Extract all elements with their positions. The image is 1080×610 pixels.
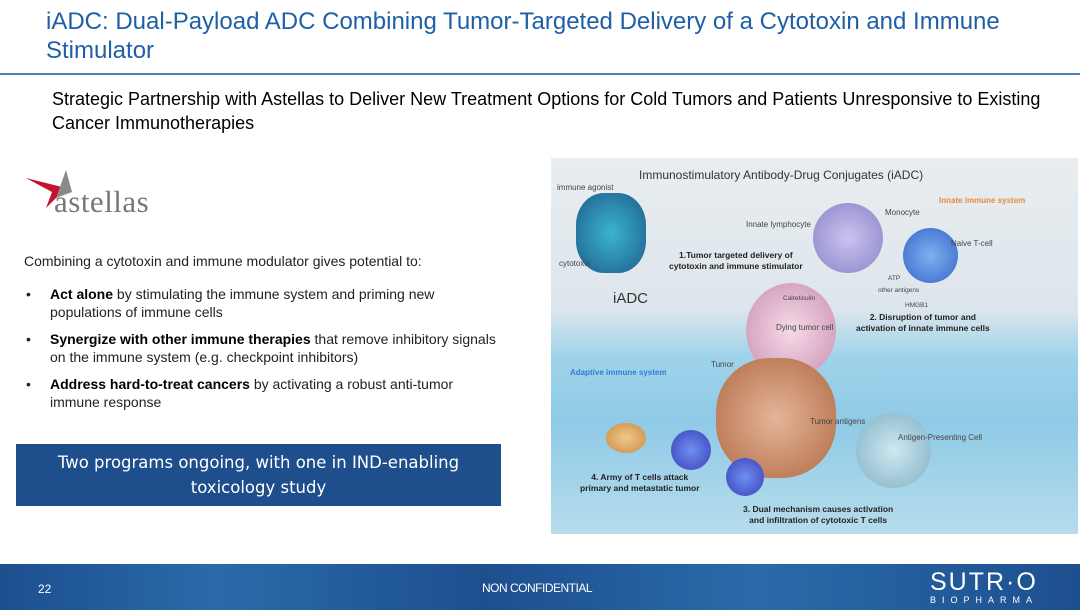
naive-tcell-icon	[903, 228, 958, 283]
step2-line1: 2. Disruption of tumor and	[869, 312, 976, 322]
tcell-icon	[671, 430, 711, 470]
figure-title: Immunostimulatory Antibody-Drug Conjugat…	[639, 168, 924, 182]
label-tumor-antigens: Tumor antigens	[810, 417, 866, 426]
benefit-list: •Act alone by stimulating the immune sys…	[24, 285, 504, 420]
classification-label: NON CONFIDENTIAL	[482, 581, 593, 595]
iadc-mechanism-figure: Immunostimulatory Antibody-Drug Conjugat…	[551, 158, 1078, 534]
sutro-logo: SUTR·O	[930, 568, 1038, 596]
step4-line2: primary and metastatic tumor	[580, 483, 700, 493]
footer-bar: 22 NON CONFIDENTIAL SUTR·O BIOPHARMA	[0, 564, 1080, 610]
step2-line2: activation of innate immune cells	[856, 323, 990, 333]
label-adaptive-system: Adaptive immune system	[570, 368, 667, 377]
step4-line1: 4. Army of T cells attack	[591, 472, 689, 482]
tumor-cell-icon	[606, 423, 646, 453]
bullet-text: by activating a robust anti-tumor immune…	[50, 376, 454, 410]
label-innate-system: Innate immune system	[939, 196, 1026, 205]
step3-line2: and infiltration of cytotoxic T cells	[749, 515, 888, 525]
title-divider	[0, 73, 1080, 75]
monocyte-icon	[813, 203, 883, 273]
step3-line1: 3. Dual mechanism causes activation	[743, 504, 894, 514]
label-iadc: iADC	[613, 290, 649, 307]
slide-title: iADC: Dual-Payload ADC Combining Tumor-T…	[46, 8, 1000, 64]
bullet-text: by stimulating the immune system and pri…	[50, 286, 435, 320]
label-apc: Antigen-Presenting Cell	[898, 433, 983, 442]
label-dying-tumor-cell: Dying tumor cell	[776, 323, 834, 332]
tumor-icon	[716, 358, 836, 478]
programs-callout: Two programs ongoing, with one in IND-en…	[16, 444, 501, 506]
tcell-icon	[726, 458, 764, 496]
label-monocyte: Monocyte	[885, 208, 920, 217]
step1-line1: 1.Tumor targeted delivery of	[678, 250, 793, 260]
label-immune-agonist: immune agonist	[557, 183, 614, 192]
bullet-bold: Synergize with other immune therapies	[50, 331, 311, 347]
intro-text: Combining a cytotoxin and immune modulat…	[24, 253, 422, 269]
apc-icon	[856, 413, 931, 488]
slide-subtitle: Strategic Partnership with Astellas to D…	[52, 89, 1041, 133]
label-tumor: Tumor	[711, 360, 734, 369]
label-hmgb1: HMGB1	[905, 302, 929, 309]
list-item: •Address hard-to-treat cancers by activa…	[26, 376, 454, 410]
bullet-bold: Address hard-to-treat cancers	[50, 376, 250, 392]
astellas-logo-icon	[26, 170, 72, 208]
label-naive-tcell: Naive T-cell	[951, 239, 993, 248]
antibody-icon	[576, 193, 646, 273]
label-innate-lymphocyte: Innate lymphocyte	[746, 220, 811, 229]
bullet-bold: Act alone	[50, 286, 114, 302]
astellas-logo-text: astellas	[54, 184, 150, 219]
label-calreticulin: Calreticulin	[783, 295, 816, 302]
list-item: •Synergize with other immune therapies t…	[26, 331, 496, 365]
sutro-logo-sub: BIOPHARMA	[930, 595, 1039, 605]
label-atp: ATP	[888, 275, 901, 282]
label-other-antigens: other antigens	[878, 287, 920, 294]
page-number: 22	[38, 582, 52, 596]
label-cytotoxin: cytotoxin	[559, 259, 591, 268]
list-item: •Act alone by stimulating the immune sys…	[26, 286, 435, 320]
bullet-text: that remove inhibitory signals on the im…	[50, 331, 496, 365]
step1-line2: cytotoxin and immune stimulator	[669, 261, 803, 271]
